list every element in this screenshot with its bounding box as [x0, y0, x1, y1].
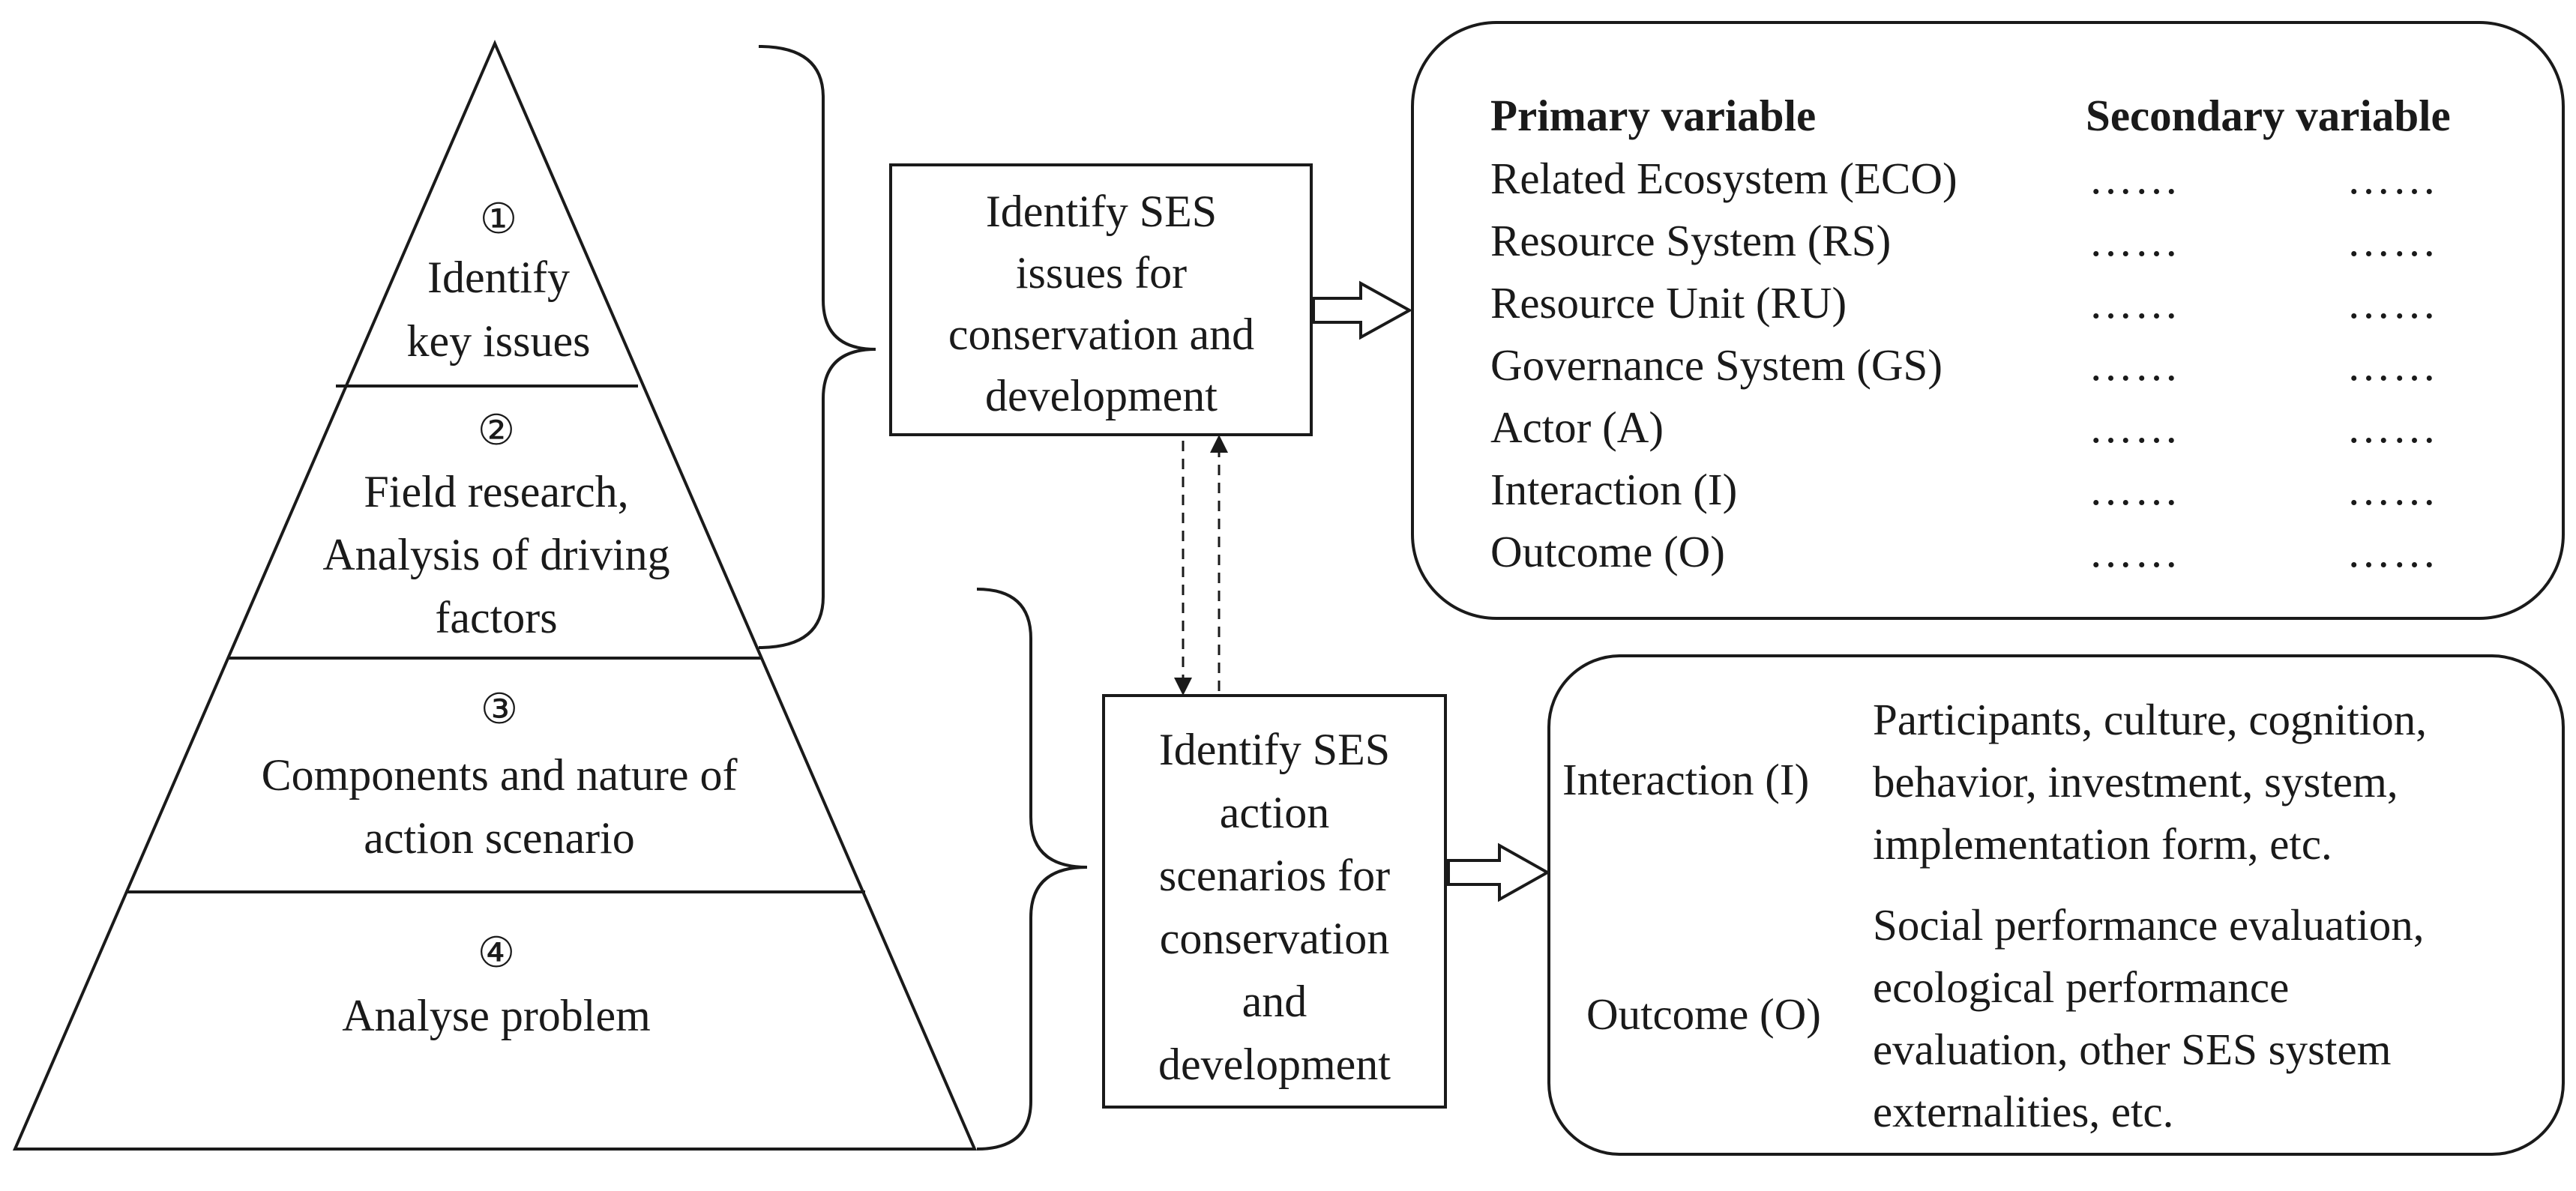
step-1-line-1: Identify: [427, 253, 570, 302]
step-3-line-2: action scenario: [364, 813, 635, 863]
row-4-secondary-1: ……: [2089, 340, 2180, 390]
pyramid: [12, 39, 978, 1151]
step-4-line-1: Analyse problem: [342, 991, 651, 1040]
pyramid-step-1: ① Identify key issues: [407, 196, 591, 366]
row-3-secondary-2: ……: [2347, 278, 2438, 328]
outcome-desc-line-1: Social performance evaluation,: [1873, 900, 2425, 950]
issues-box-line-2: issues for: [1016, 248, 1187, 298]
step-2-line-1: Field research,: [364, 467, 628, 516]
row-4-primary: Governance System (GS): [1490, 340, 1942, 390]
row-6-secondary-2: ……: [2347, 465, 2438, 514]
row-1-secondary-2: ……: [2347, 154, 2438, 203]
row-3-primary: Resource Unit (RU): [1490, 278, 1847, 328]
interaction-desc-line-1: Participants, culture, cognition,: [1873, 695, 2427, 744]
outcome-desc-line-3: evaluation, other SES system: [1873, 1025, 2392, 1074]
issues-box-line-1: Identify SES: [986, 187, 1217, 236]
row-7-secondary-2: ……: [2347, 527, 2438, 576]
scenarios-box-line-6: development: [1158, 1040, 1391, 1089]
interaction-desc-line-3: implementation form, etc.: [1873, 819, 2332, 869]
variables-panel: Primary variable Secondary variable Rela…: [1411, 21, 2565, 620]
step-3-line-1: Components and nature of: [262, 750, 738, 800]
step-1-line-2: key issues: [407, 316, 591, 366]
row-5-primary: Actor (A): [1490, 402, 1664, 452]
row-2-primary: Resource System (RS): [1490, 216, 1891, 265]
hollow-arrow-to-interaction: [1447, 842, 1551, 902]
step-2-number: ②: [478, 408, 515, 454]
step-4-number: ④: [478, 930, 515, 977]
row-2-secondary-1: ……: [2089, 216, 2180, 265]
row-3-secondary-1: ……: [2089, 278, 2180, 328]
row-5-secondary-2: ……: [2347, 402, 2438, 452]
dashed-connectors: [1182, 441, 1221, 691]
row-6-secondary-1: ……: [2089, 465, 2180, 514]
upper-brace: [758, 45, 876, 649]
scenarios-box-line-4: conservation: [1160, 914, 1390, 963]
scenarios-box-line-3: scenarios for: [1159, 851, 1390, 900]
issues-box: Identify SES issues for conservation and…: [889, 163, 1313, 436]
primary-variable-header: Primary variable: [1490, 91, 1816, 140]
step-3-number: ③: [481, 687, 518, 733]
interaction-outcome-panel: Interaction (I) Outcome (O) Participants…: [1547, 654, 2565, 1156]
row-2-secondary-2: ……: [2347, 216, 2438, 265]
pyramid-step-2: ② Field research, Analysis of driving fa…: [322, 408, 669, 642]
variable-row: Interaction (I) …… ……: [1490, 465, 2438, 514]
step-2-line-2: Analysis of driving: [322, 530, 669, 579]
variable-row: Actor (A) …… ……: [1490, 402, 2438, 452]
row-6-primary: Interaction (I): [1490, 465, 1737, 514]
variable-row: Resource Unit (RU) …… ……: [1490, 278, 2438, 328]
secondary-variable-header: Secondary variable: [2086, 91, 2451, 140]
scenarios-box-line-2: action: [1220, 788, 1330, 837]
variable-row: Resource System (RS) …… ……: [1490, 216, 2438, 265]
arrowhead-down: [1174, 678, 1192, 696]
variable-row: Related Ecosystem (ECO) …… ……: [1490, 154, 2438, 203]
scenarios-box-line-5: and: [1242, 977, 1307, 1026]
arrowhead-up: [1210, 435, 1228, 453]
variables-panel-frame: [1411, 21, 2565, 620]
pyramid-step-3: ③ Components and nature of action scenar…: [262, 687, 738, 863]
row-5-secondary-1: ……: [2089, 402, 2180, 452]
row-1-primary: Related Ecosystem (ECO): [1490, 154, 1957, 203]
row-4-secondary-2: ……: [2347, 340, 2438, 390]
step-2-line-3: factors: [435, 593, 557, 642]
issues-box-frame: [889, 163, 1313, 436]
scenarios-box: Identify SES action scenarios for conser…: [1102, 694, 1447, 1109]
scenarios-box-line-1: Identify SES: [1159, 725, 1390, 774]
outcome-label: Outcome (O): [1586, 989, 1821, 1039]
issues-box-line-3: conservation and: [948, 310, 1254, 359]
interaction-desc-line-2: behavior, investment, system,: [1873, 757, 2398, 806]
row-7-primary: Outcome (O): [1490, 527, 1725, 576]
pyramid-outline: [12, 39, 978, 1151]
pyramid-step-4: ④ Analyse problem: [342, 930, 651, 1040]
variable-row: Governance System (GS) …… ……: [1490, 340, 2438, 390]
step-1-number: ①: [480, 196, 517, 243]
interaction-label: Interaction (I): [1562, 755, 1809, 804]
outcome-desc-line-2: ecological performance: [1873, 962, 2289, 1012]
hollow-arrow-to-variables: [1312, 280, 1413, 340]
lower-brace: [976, 588, 1088, 1151]
row-1-secondary-1: ……: [2089, 154, 2180, 203]
row-7-secondary-1: ……: [2089, 527, 2180, 576]
scenarios-box-frame: [1102, 694, 1447, 1109]
interaction-panel-frame: [1547, 654, 2565, 1156]
outcome-desc-line-4: externalities, etc.: [1873, 1087, 2173, 1136]
issues-box-line-4: development: [985, 371, 1218, 420]
variable-row: Outcome (O) …… ……: [1490, 527, 2438, 576]
